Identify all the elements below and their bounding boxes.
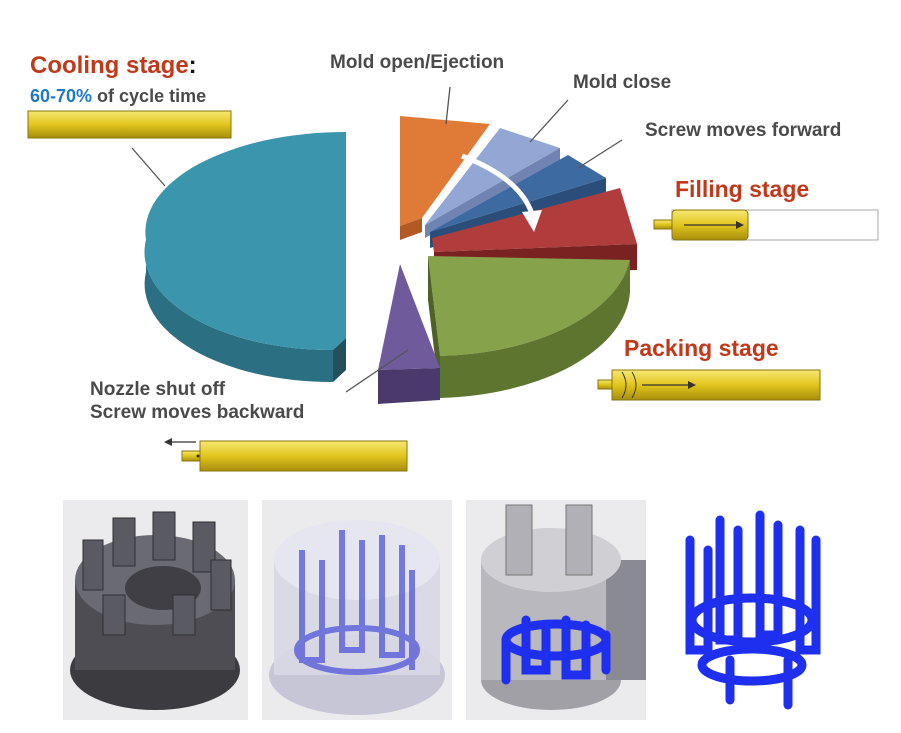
cooling-stage-title: Cooling stage: [30, 52, 189, 79]
mold-dark-icon: [63, 500, 248, 720]
pie-slice-mold-close: [425, 128, 560, 238]
screw-backward-label: Screw moves backward: [90, 402, 305, 423]
filling-stage-label: Filling stage: [675, 176, 810, 202]
mold-close-label: Mold close: [573, 72, 672, 93]
cycle-time-text: of cycle time: [92, 86, 207, 106]
pie-slice-packing: [428, 256, 630, 398]
screw-forward-label: Screw moves forward: [645, 120, 842, 141]
pie-slice-mold-open: [400, 116, 490, 240]
pie-slice-nozzle: [378, 264, 440, 404]
cycle-time-label: 60-70% of cycle time: [30, 86, 206, 107]
cooling-channels-icon: [660, 500, 840, 720]
packing-stage-label: Packing stage: [624, 335, 779, 361]
curved-arrow-icon: [461, 153, 542, 232]
mold-transparent-icon: [262, 500, 452, 720]
leader-lines: [131, 86, 623, 393]
mold-cutaway-icon: [466, 500, 646, 720]
cooling-stage-label: Cooling stage:: [30, 52, 197, 80]
mold-open-label: Mold open/Ejection: [330, 52, 505, 73]
filling-stage-bar: [653, 209, 879, 241]
screw-backward-bar: [164, 438, 408, 472]
cooling-stage-colon: :: [188, 52, 197, 79]
pie-slice-cooling: [144, 131, 346, 383]
packing-stage-bar: [597, 369, 821, 401]
cooling-percent: 60-70%: [30, 86, 93, 106]
nozzle-label: Nozzle shut off: [90, 379, 226, 400]
cooling-stage-bar: [27, 110, 232, 139]
